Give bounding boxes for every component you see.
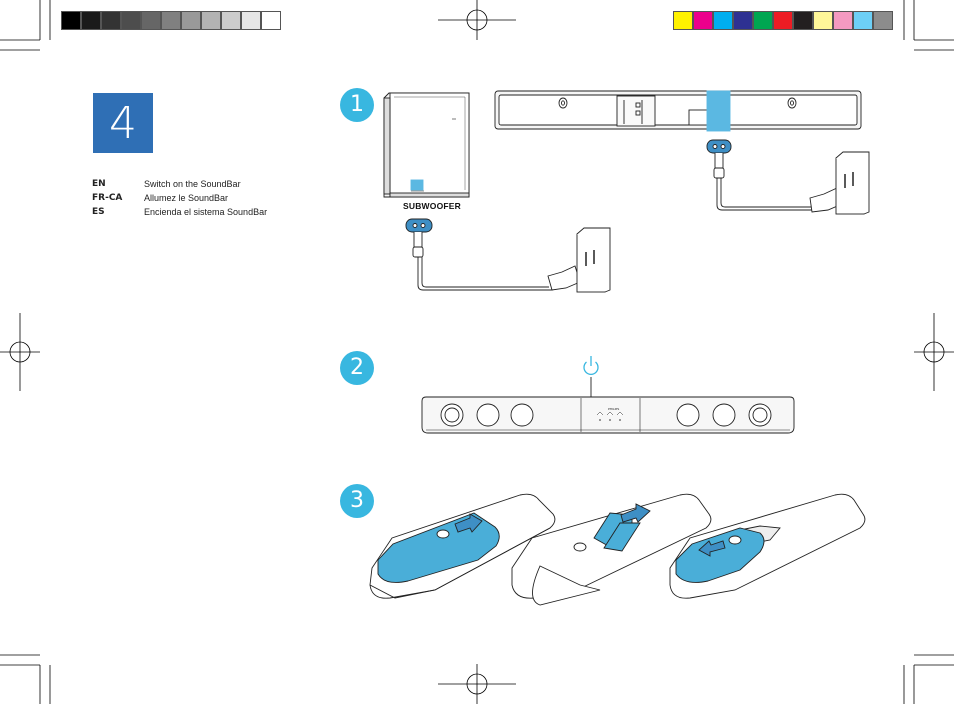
remote-illustration-3 [669,493,866,599]
crop-mark-icon [903,0,954,51]
color-swatch [693,11,713,30]
color-swatch [121,11,141,30]
lang-code: FR-CA [92,193,123,203]
subwoofer-illustration [383,92,470,198]
color-swatch [261,11,281,30]
sub-step-2: 2 [340,351,374,385]
color-swatch [161,11,181,30]
color-swatch [833,11,853,30]
lang-code: EN [92,179,106,189]
soundbar-back-illustration [494,90,862,132]
svg-text:PHILIPS: PHILIPS [608,407,619,411]
soundbar-front-illustration: PHILIPS [421,377,795,434]
registration-mark-icon [914,313,954,391]
subwoofer-label: SUBWOOFER [403,201,461,211]
crop-mark-icon [0,0,51,51]
color-swatch [733,11,753,30]
registration-mark-icon [438,664,516,704]
lang-text: Encienda el sistema SoundBar [144,207,268,217]
crop-mark-icon [903,654,954,704]
color-swatch [713,11,733,30]
color-swatch [61,11,81,30]
color-swatch [241,11,261,30]
color-swatch [201,11,221,30]
color-swatch [673,11,693,30]
sub-step-1: 1 [340,88,374,122]
lang-text: Switch on the SoundBar [144,179,241,189]
color-swatch [141,11,161,30]
remote-illustration-1 [369,493,556,599]
crop-mark-icon [0,654,51,704]
lang-text: Allumez le SoundBar [144,193,229,203]
power-icon [583,356,599,376]
color-swatch [181,11,201,30]
registration-mark-icon [438,0,516,40]
color-swatch [221,11,241,30]
color-swatch [81,11,101,30]
sub-step-3: 3 [340,484,374,518]
color-swatch [853,11,873,30]
power-cable-illustration [405,139,870,293]
lang-code: ES [92,207,105,217]
registration-mark-icon [0,313,40,391]
color-swatch [753,11,773,30]
color-swatch [873,11,893,30]
remote-illustration-2 [511,493,712,606]
color-swatch [793,11,813,30]
step-number-badge [93,93,153,153]
step-number: 4 [109,98,137,149]
color-swatch [101,11,121,30]
color-swatch [813,11,833,30]
color-swatch [773,11,793,30]
